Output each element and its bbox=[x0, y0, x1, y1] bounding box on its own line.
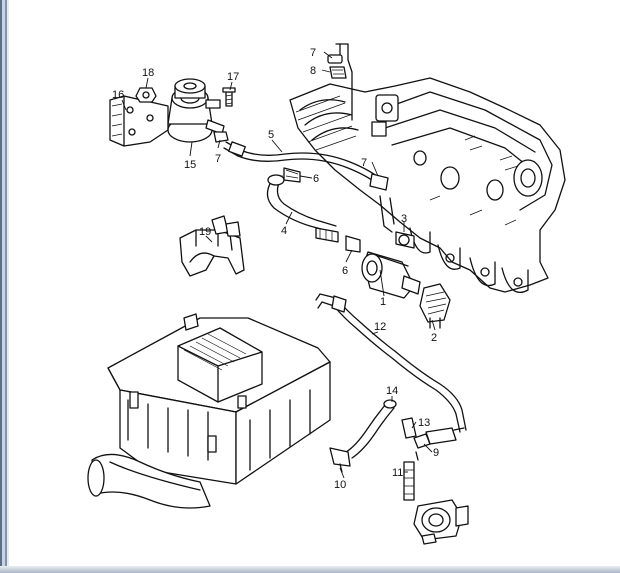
callout-3: 3 bbox=[401, 213, 407, 225]
intake-manifold bbox=[289, 77, 566, 294]
window-left-edge bbox=[0, 0, 9, 573]
callout-11: 11 bbox=[392, 467, 403, 479]
callout-4: 4 bbox=[281, 225, 287, 237]
bottom-control-valve bbox=[413, 499, 469, 545]
hose-5 bbox=[223, 141, 389, 191]
callout-17: 17 bbox=[227, 71, 239, 83]
callout-16: 16 bbox=[112, 89, 124, 101]
callout-2: 2 bbox=[431, 332, 437, 344]
fittings-9-11-13 bbox=[401, 417, 465, 501]
hose-12 bbox=[315, 293, 467, 433]
window-bottom-edge bbox=[0, 566, 620, 573]
callout-7-center: 7 bbox=[361, 157, 367, 169]
callout-10: 10 bbox=[334, 479, 346, 491]
callout-15: 15 bbox=[184, 159, 196, 171]
callout-12: 12 bbox=[374, 321, 386, 333]
air-filter-housing bbox=[87, 313, 331, 509]
callout-9: 9 bbox=[433, 447, 439, 459]
callout-6-upper: 6 bbox=[313, 173, 319, 185]
callout-18: 18 bbox=[142, 67, 154, 79]
leader-lines bbox=[121, 51, 436, 479]
valve-1-assembly bbox=[345, 195, 451, 329]
hose-4 bbox=[266, 167, 339, 243]
callout-14: 14 bbox=[386, 385, 398, 397]
callout-1: 1 bbox=[380, 296, 386, 308]
hose-clip-19 bbox=[179, 215, 245, 277]
hose-14-and-10 bbox=[329, 399, 397, 473]
callout-6-lower: 6 bbox=[342, 265, 348, 277]
callout-7-top: 7 bbox=[310, 47, 316, 59]
callout-5: 5 bbox=[268, 129, 274, 141]
callout-8: 8 bbox=[310, 65, 316, 77]
callout-7-left: 7 bbox=[215, 153, 221, 165]
vacuum-valve-assembly bbox=[109, 78, 236, 147]
callout-labels: 1 2 3 4 5 6 6 7 7 7 8 9 10 11 12 13 14 1… bbox=[112, 47, 439, 491]
callout-13: 13 bbox=[418, 417, 430, 429]
callout-19: 19 bbox=[199, 226, 211, 238]
bracket-7-8 bbox=[327, 43, 353, 121]
